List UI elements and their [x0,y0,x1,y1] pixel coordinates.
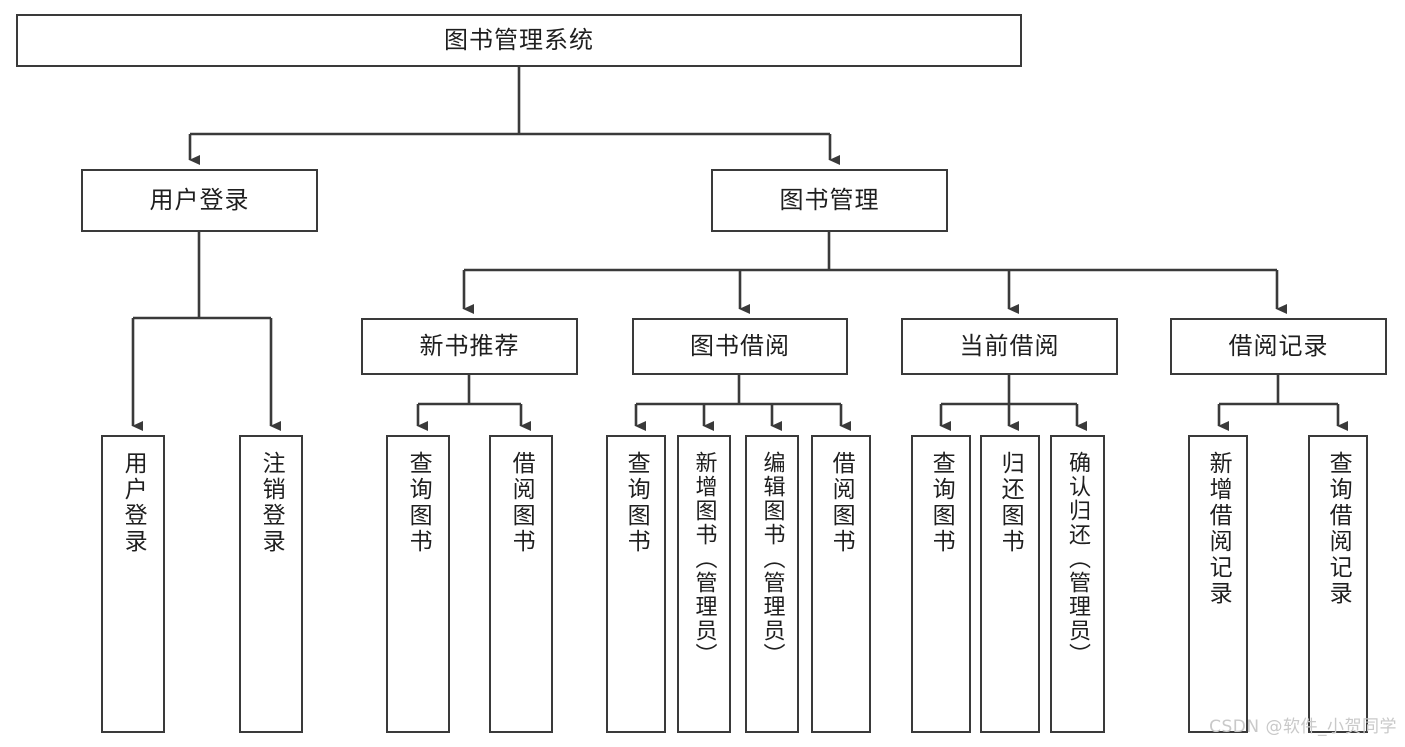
node-book-borrow[interactable]: 图书借阅 [632,318,848,375]
leaf-borrow-book-2-label: 借阅图书 [828,451,855,555]
leaf-user-logout-label: 注销登录 [258,451,285,555]
node-user-login[interactable]: 用户登录 [81,169,318,232]
node-book-manage-label: 图书管理 [779,185,880,214]
leaf-query-book-2-label: 查询图书 [623,451,650,555]
node-user-login-label: 用户登录 [149,185,250,214]
leaf-confirm-return[interactable]: 确认归还（管理员） [1050,435,1105,733]
leaf-add-record-label: 新增借阅记录 [1205,451,1232,607]
node-borrow-record-label: 借阅记录 [1228,331,1329,360]
node-current-borrow-label: 当前借阅 [959,331,1060,360]
leaf-borrow-book-1[interactable]: 借阅图书 [489,435,553,733]
node-new-book-recommend[interactable]: 新书推荐 [361,318,578,375]
leaf-return-book[interactable]: 归还图书 [980,435,1040,733]
csdn-watermark: CSDN @软件_小贺同学 [1209,717,1397,737]
leaf-borrow-book-1-label: 借阅图书 [508,451,535,555]
leaf-query-book-3[interactable]: 查询图书 [911,435,971,733]
node-new-book-recommend-label: 新书推荐 [419,331,520,360]
node-current-borrow[interactable]: 当前借阅 [901,318,1118,375]
leaf-borrow-book-2[interactable]: 借阅图书 [811,435,871,733]
node-borrow-record[interactable]: 借阅记录 [1170,318,1387,375]
leaf-edit-book[interactable]: 编辑图书（管理员） [745,435,799,733]
leaf-add-record[interactable]: 新增借阅记录 [1188,435,1248,733]
leaf-edit-book-label: 编辑图书（管理员） [759,451,785,667]
leaf-query-book-3-label: 查询图书 [928,451,955,555]
leaf-query-book-1[interactable]: 查询图书 [386,435,450,733]
leaf-query-record[interactable]: 查询借阅记录 [1308,435,1368,733]
node-root-label: 图书管理系统 [444,25,594,54]
leaf-add-book[interactable]: 新增图书（管理员） [677,435,731,733]
leaf-user-login-label: 用户登录 [120,451,147,555]
node-root[interactable]: 图书管理系统 [16,14,1022,67]
leaf-query-book-1-label: 查询图书 [405,451,432,555]
leaf-return-book-label: 归还图书 [997,451,1024,555]
leaf-confirm-return-label: 确认归还（管理员） [1065,451,1091,667]
node-book-manage[interactable]: 图书管理 [711,169,948,232]
leaf-query-record-label: 查询借阅记录 [1325,451,1352,607]
leaf-user-logout[interactable]: 注销登录 [239,435,303,733]
node-book-borrow-label: 图书借阅 [690,331,790,360]
leaf-user-login[interactable]: 用户登录 [101,435,165,733]
leaf-query-book-2[interactable]: 查询图书 [606,435,666,733]
leaf-add-book-label: 新增图书（管理员） [691,451,717,667]
